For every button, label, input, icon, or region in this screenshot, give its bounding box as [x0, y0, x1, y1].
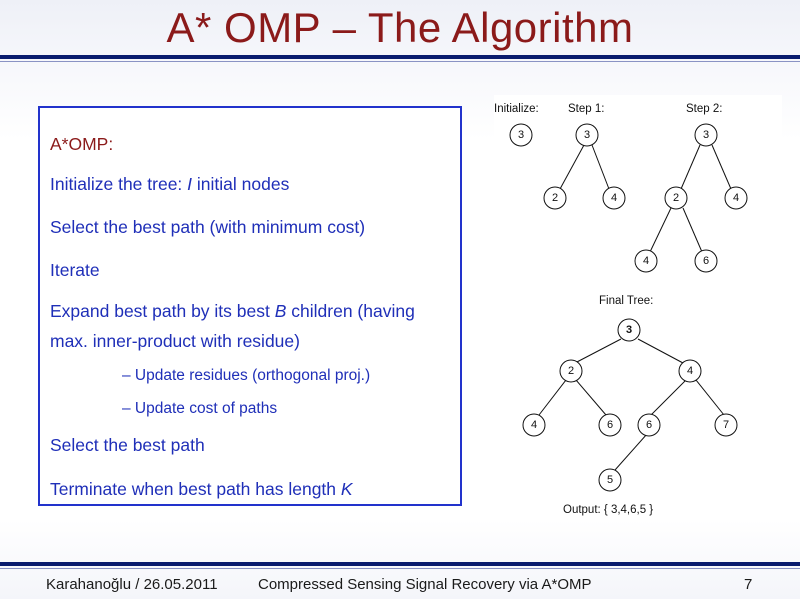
node-final-root: 3 — [617, 318, 641, 342]
step-terminate: Terminate when best path has length K — [50, 479, 353, 500]
top-rule-thin — [0, 61, 800, 62]
edge — [649, 207, 672, 253]
svg-text:3: 3 — [518, 129, 524, 141]
label-step2: Step 2: — [686, 103, 722, 115]
step-expand-cont: max. inner-product with residue) — [50, 331, 300, 351]
top-rule — [0, 55, 800, 59]
step-expand-post: children (having — [286, 301, 415, 321]
node-final-leaf-5: 5 — [598, 468, 622, 492]
node-init-root: 3 — [509, 123, 533, 147]
svg-text:4: 4 — [643, 255, 649, 267]
step-expand: Expand best path by its best B children … — [50, 301, 415, 322]
svg-text:4: 4 — [687, 365, 693, 377]
box-heading: A*OMP: — [50, 134, 114, 154]
tree-figure: Initialize: Step 1: Step 2: Final Tree: … — [494, 95, 782, 517]
edge — [680, 144, 701, 190]
step-initialize-pre: Initialize the tree: — [50, 174, 188, 194]
bottom-rule-thin — [0, 568, 800, 569]
svg-text:4: 4 — [611, 192, 617, 204]
svg-text:3: 3 — [584, 129, 590, 141]
footer-author-date: Karahanoğlu / 26.05.2011 — [46, 576, 218, 593]
node-s2-right: 4 — [724, 186, 748, 210]
edge — [591, 144, 610, 190]
node-final-right: 4 — [678, 359, 702, 383]
node-final-left-left: 4 — [522, 413, 546, 437]
step-select-best: Select the best path (with minimum cost) — [50, 217, 366, 237]
label-initialize: Initialize: — [494, 103, 539, 115]
label-step1: Step 1: — [568, 103, 604, 115]
step-iterate: Iterate — [50, 260, 100, 280]
footer-page-number: 7 — [744, 576, 753, 593]
slide-title: A* OMP – The Algorithm — [166, 4, 634, 51]
edge — [575, 379, 607, 416]
substep-update-residues: – Update residues (orthogonal proj.) — [122, 367, 371, 384]
var-k: K — [340, 479, 353, 499]
svg-text:6: 6 — [703, 255, 709, 267]
footer-talk-title: Compressed Sensing Signal Recovery via A… — [258, 576, 592, 593]
svg-text:6: 6 — [646, 419, 652, 431]
node-s2-left-left: 4 — [634, 249, 658, 273]
svg-text:2: 2 — [568, 365, 574, 377]
step-initialize: Initialize the tree: I initial nodes — [50, 174, 289, 195]
node-final-right-right: 7 — [714, 413, 738, 437]
edge — [695, 379, 725, 416]
step-terminate-pre: Terminate when best path has length — [50, 479, 341, 499]
svg-text:2: 2 — [552, 192, 558, 204]
substep-update-cost: – Update cost of paths — [122, 400, 278, 417]
step-select-path: Select the best path — [50, 435, 205, 455]
edge — [637, 338, 684, 364]
edge — [538, 379, 567, 416]
node-final-left-right: 6 — [598, 413, 622, 437]
tree-diagram: Initialize: Step 1: Step 2: Final Tree: … — [494, 103, 748, 516]
svg-text:3: 3 — [703, 129, 709, 141]
svg-text:5: 5 — [607, 474, 613, 486]
node-final-right-left: 6 — [637, 413, 661, 437]
step-expand-pre: Expand best path by its best — [50, 301, 275, 321]
edge — [682, 207, 703, 253]
algorithm-box — [38, 106, 462, 506]
node-final-left: 2 — [559, 359, 583, 383]
svg-text:6: 6 — [607, 419, 613, 431]
edge — [574, 338, 622, 364]
edge — [650, 379, 687, 416]
step-initialize-post: initial nodes — [192, 174, 290, 194]
edge — [559, 144, 585, 190]
node-s1-left: 2 — [543, 186, 567, 210]
node-s2-left: 2 — [664, 186, 688, 210]
label-final-tree: Final Tree: — [599, 295, 653, 307]
bottom-rule — [0, 562, 800, 566]
svg-text:4: 4 — [531, 419, 537, 431]
label-output: Output: { 3,4,6,5 } — [563, 504, 653, 516]
svg-text:7: 7 — [723, 419, 729, 431]
svg-text:2: 2 — [673, 192, 679, 204]
node-s2-left-right: 6 — [694, 249, 718, 273]
tree-edges — [538, 144, 732, 471]
edge — [614, 433, 648, 471]
svg-text:3: 3 — [626, 324, 632, 336]
node-s1-root: 3 — [575, 123, 599, 147]
node-s1-right: 4 — [602, 186, 626, 210]
var-i: I — [187, 174, 193, 194]
edge — [711, 144, 732, 190]
var-b: B — [274, 301, 287, 321]
svg-text:4: 4 — [733, 192, 739, 204]
node-s2-root: 3 — [694, 123, 718, 147]
